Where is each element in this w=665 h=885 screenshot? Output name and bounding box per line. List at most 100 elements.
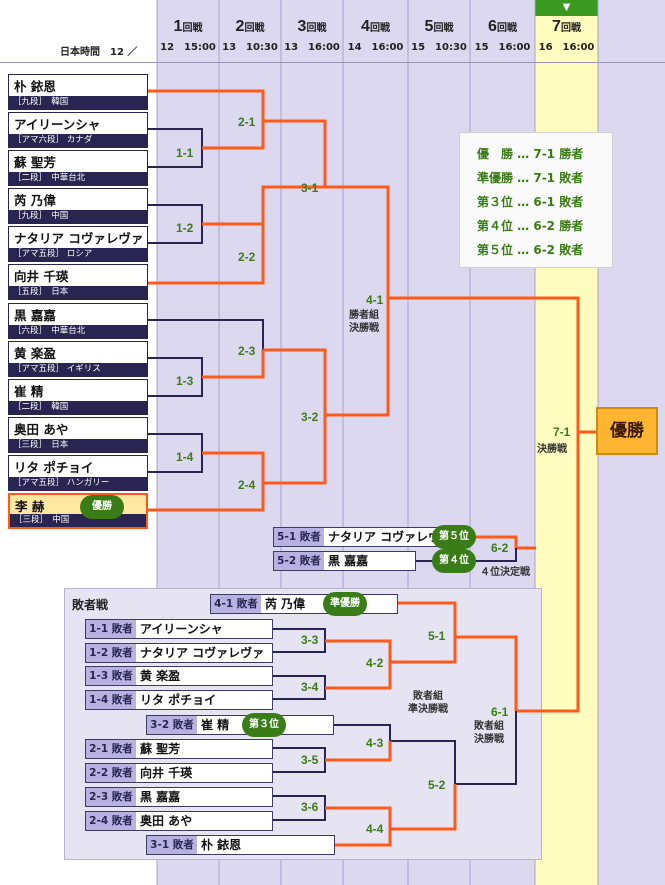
placement-badge: 第３位 bbox=[242, 713, 286, 737]
player-name: 向井 千瑛 bbox=[14, 269, 69, 284]
match-label: 4-3 bbox=[366, 736, 384, 750]
loser-entry: 1-1 敗者アイリーンシャ bbox=[85, 619, 273, 639]
bracket-line bbox=[325, 741, 392, 762]
player-rank-country: ［アマ五段］ ロシア bbox=[9, 248, 147, 261]
match-label: 5-1 bbox=[428, 629, 446, 643]
match-label: 3-4 bbox=[301, 680, 319, 694]
player-name: リタ ポチョイ bbox=[136, 691, 272, 709]
loser-entry: 3-1 敗者朴 銥恩 bbox=[146, 835, 335, 855]
player-card: ナタリア コヴァレヴァ ［アマ五段］ ロシア bbox=[8, 226, 148, 262]
player-rank-country: ［アマ六段］ カナダ bbox=[9, 134, 147, 147]
loss-source-tag: 1-1 敗者 bbox=[86, 620, 136, 638]
match-label: 3-2 bbox=[301, 410, 319, 424]
loser-entry: 5-1 敗者ナタリア コヴァレヴァ第５位 bbox=[273, 525, 476, 549]
player-name: 黒 嘉嘉 bbox=[136, 788, 272, 806]
player-card: アイリーンシャ ［アマ六段］ カナダ bbox=[8, 112, 148, 148]
player-card: 崔 精［二段］ 韓国 bbox=[8, 379, 148, 415]
bracket-line bbox=[148, 119, 327, 285]
match-label: 2-4 bbox=[238, 478, 256, 492]
match-description: 決勝戦 bbox=[537, 444, 567, 455]
legend-row: 第５位 … 6-2 敗者 bbox=[477, 243, 584, 257]
player-name: 朴 銥恩 bbox=[14, 79, 56, 94]
bracket-line bbox=[148, 433, 203, 473]
loser-entry: 3-2 敗者崔 精第３位 bbox=[146, 713, 334, 737]
round-unit: 回戦 bbox=[433, 23, 454, 34]
player-rank-country: ［九段］ 韓国 bbox=[9, 96, 147, 109]
match-label: 3-3 bbox=[301, 633, 319, 647]
bracket-line bbox=[202, 350, 265, 379]
bracket-line bbox=[148, 128, 203, 168]
player-name: 李 赫 bbox=[15, 499, 45, 514]
match-description: 勝者組 決勝戦 bbox=[349, 310, 379, 334]
match-label: 1-3 bbox=[176, 374, 194, 388]
player-rank-country: ［二段］ 中華台北 bbox=[9, 172, 147, 185]
player-name: リタ ポチョイ bbox=[14, 460, 94, 475]
player-card: 黒 嘉嘉［六段］ 中華台北 bbox=[8, 303, 148, 339]
legend-row: 準優勝 … 7-1 敗者 bbox=[477, 171, 584, 185]
placement-badge: 第５位 bbox=[432, 525, 476, 549]
round-date: 16 16:00 bbox=[538, 42, 595, 53]
match-label: 2-2 bbox=[238, 250, 256, 264]
loss-source-tag: 2-4 敗者 bbox=[86, 812, 136, 830]
loss-source-tag: 3-1 敗者 bbox=[147, 836, 197, 854]
bracket-line bbox=[202, 222, 265, 255]
player-card: 向井 千瑛［五段］ 日本 bbox=[8, 264, 148, 300]
round-unit: 回戦 bbox=[306, 23, 327, 34]
loser-entry: 1-2 敗者ナタリア コヴァレヴァ bbox=[85, 643, 273, 663]
current-round-marker: ▼ bbox=[535, 0, 598, 16]
player-card: 蘇 聖芳［二段］ 中華台北 bbox=[8, 150, 148, 186]
player-name: 崔 精 bbox=[14, 384, 44, 399]
match-label: 4-4 bbox=[366, 822, 384, 836]
match-label: 4-1 bbox=[366, 293, 384, 307]
loss-source-tag: 2-2 敗者 bbox=[86, 764, 136, 782]
round-unit: 回戦 bbox=[182, 23, 203, 34]
round-unit: 回戦 bbox=[244, 23, 265, 34]
ranking-legend: 優 勝 … 7-1 勝者 準優勝 … 7-1 敗者 第３位 … 6-1 敗者 第… bbox=[459, 132, 613, 268]
player-card: 朴 銥恩 ［九段］ 韓国 bbox=[8, 74, 148, 110]
match-label: 2-3 bbox=[238, 344, 256, 358]
round-date: 15 16:00 bbox=[474, 42, 531, 53]
player-name: ナタリア コヴァレヴァ bbox=[14, 231, 144, 246]
round-header-2: 2回戦 13 10:30 bbox=[219, 16, 281, 53]
loss-source-tag: 3-2 敗者 bbox=[147, 716, 197, 734]
time-label: 日本時間 12 ／ bbox=[60, 47, 138, 58]
bracket-line bbox=[148, 357, 203, 397]
player-name: 向井 千瑛 bbox=[136, 764, 272, 782]
match-label: 1-2 bbox=[176, 221, 194, 235]
round-number: 2 bbox=[235, 18, 245, 35]
bracket-line bbox=[148, 89, 265, 121]
player-name: アイリーンシャ bbox=[136, 620, 272, 638]
header-divider bbox=[0, 62, 665, 63]
match-description: 敗者組 決勝戦 bbox=[474, 721, 504, 745]
round-date: 12 15:00 bbox=[160, 42, 216, 53]
legend-row: 第３位 … 6-1 敗者 bbox=[477, 195, 584, 209]
player-name: 奥田 あや bbox=[14, 422, 69, 437]
player-card: 芮 乃偉［九段］ 中国 bbox=[8, 188, 148, 224]
loss-source-tag: 1-2 敗者 bbox=[86, 644, 136, 662]
round-number: 6 bbox=[488, 18, 497, 35]
match-description: ４位決定戦 bbox=[480, 567, 530, 578]
player-name: アイリーンシャ bbox=[14, 117, 101, 132]
match-label: 6-1 bbox=[491, 705, 509, 719]
round-date: 13 10:30 bbox=[222, 42, 278, 53]
player-rank-country: ［六段］ 中華台北 bbox=[9, 325, 147, 338]
loser-entry: 2-4 敗者奥田 あや bbox=[85, 811, 273, 831]
player-name: 芮 乃偉 bbox=[14, 193, 56, 208]
bracket-line bbox=[335, 829, 392, 847]
loss-source-tag: 1-4 敗者 bbox=[86, 691, 136, 709]
match-label: 5-2 bbox=[428, 778, 446, 792]
match-label: 1-4 bbox=[176, 450, 194, 464]
round-number: 5 bbox=[424, 18, 434, 35]
bracket-line bbox=[462, 535, 536, 550]
bracket-line bbox=[325, 662, 392, 690]
round-date: 13 16:00 bbox=[284, 42, 340, 53]
bracket-line bbox=[202, 451, 265, 483]
match-label: 7-1 bbox=[553, 425, 571, 439]
player-name: 黄 楽盈 bbox=[14, 346, 56, 361]
bracket-line bbox=[148, 415, 327, 512]
player-card: 李 赫［三段］ 中国優勝 bbox=[8, 493, 148, 529]
